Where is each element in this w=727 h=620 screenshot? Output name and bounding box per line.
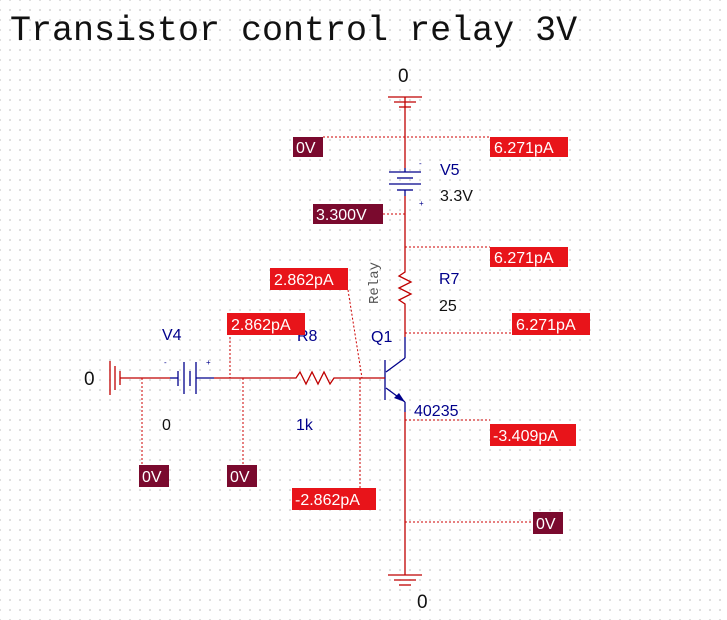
current-tag-base-bottom[interactable]: -2.862pA xyxy=(292,488,376,510)
r7-ref-label: R7 xyxy=(439,271,460,288)
r7-value-label: 25 xyxy=(439,298,457,315)
ground-label-top: 0 xyxy=(398,66,409,87)
voltage-tag-v5-bottom[interactable]: 3.300V xyxy=(313,204,383,224)
svg-text:-2.862pA: -2.862pA xyxy=(295,492,360,509)
current-tag-r7-top[interactable]: 6.271pA xyxy=(490,247,568,267)
svg-text:0V: 0V xyxy=(230,469,250,486)
v5-minus-pin: - xyxy=(419,159,422,168)
svg-text:0V: 0V xyxy=(142,469,162,486)
battery-v4-icon[interactable] xyxy=(170,362,214,394)
resistor-r7-icon[interactable] xyxy=(397,268,413,308)
voltage-tag-bottom-node[interactable]: 0V xyxy=(533,512,563,534)
svg-text:3.300V: 3.300V xyxy=(316,207,367,224)
schematic-title: Transistor control relay 3V xyxy=(10,11,577,51)
svg-text:6.271pA: 6.271pA xyxy=(516,317,576,334)
ground-symbol-bottom-icon[interactable] xyxy=(388,574,422,586)
current-tag-r8-left[interactable]: 2.862pA xyxy=(270,268,348,290)
current-tag-emitter[interactable]: -3.409pA xyxy=(490,424,576,446)
r8-value-label: 1k xyxy=(296,417,314,434)
v5-value-label: 3.3V xyxy=(440,188,473,205)
v4-value-label: 0 xyxy=(162,417,171,434)
ground-label-left: 0 xyxy=(84,369,95,390)
v4-minus-pin: - xyxy=(164,358,167,367)
svg-text:6.271pA: 6.271pA xyxy=(494,140,554,157)
v5-plus-pin: + xyxy=(419,199,424,208)
probe-lines xyxy=(141,136,533,523)
current-tag-v5-top[interactable]: 6.271pA xyxy=(490,137,568,157)
svg-text:0V: 0V xyxy=(536,516,556,533)
svg-text:2.862pA: 2.862pA xyxy=(231,317,291,334)
battery-v5-icon[interactable] xyxy=(389,168,421,196)
svg-text:6.271pA: 6.271pA xyxy=(494,250,554,267)
svg-text:0V: 0V xyxy=(296,140,316,157)
current-tag-collector[interactable]: 6.271pA xyxy=(512,313,590,335)
ground-symbol-top-icon[interactable] xyxy=(388,96,422,112)
current-tag-base[interactable]: 2.862pA xyxy=(227,313,305,335)
ground-symbol-left-icon[interactable] xyxy=(109,361,121,395)
resistor-r8-icon[interactable] xyxy=(292,370,338,386)
svg-text:-3.409pA: -3.409pA xyxy=(493,428,558,445)
v4-ref-label: V4 xyxy=(162,327,182,344)
transistor-q1-icon[interactable] xyxy=(384,337,406,412)
q1-value-label: 40235 xyxy=(414,403,459,420)
ground-label-bottom: 0 xyxy=(417,592,428,613)
voltage-tag-v4-right[interactable]: 0V xyxy=(227,465,257,487)
relay-label: Relay xyxy=(367,262,383,304)
q1-ref-label: Q1 xyxy=(371,329,392,346)
voltage-tag-top-node[interactable]: 0V xyxy=(293,137,323,157)
voltage-tag-left-ground[interactable]: 0V xyxy=(139,465,169,487)
svg-text:2.862pA: 2.862pA xyxy=(274,272,334,289)
v4-plus-pin: + xyxy=(206,358,211,367)
v5-ref-label: V5 xyxy=(440,162,460,179)
